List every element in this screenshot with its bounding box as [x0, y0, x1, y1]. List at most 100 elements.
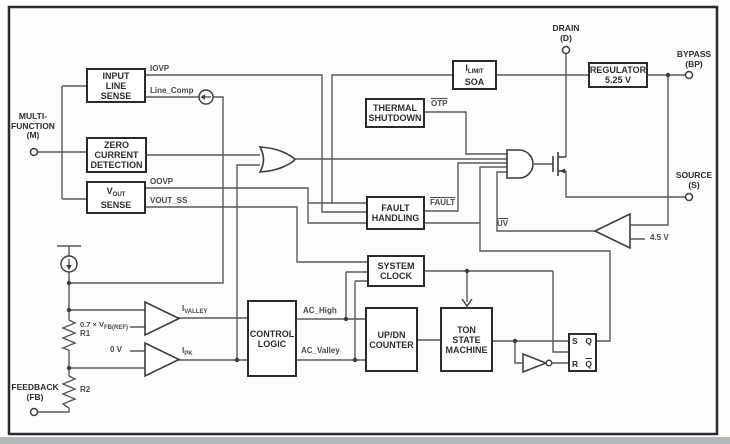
block-line: STATE — [452, 334, 481, 345]
pin-multifunction — [29, 147, 39, 157]
ff-qbar-label: Q — [585, 359, 592, 369]
pin-label-drain: DRAIN(D) — [552, 23, 580, 43]
wire-comparator-ins — [69, 309, 145, 369]
block-line: CURRENT — [94, 150, 139, 160]
block-line: ZERO — [103, 140, 129, 150]
block-line: SYSTEM — [377, 261, 415, 271]
block-zero-current-detection: ZERO CURRENT DETECTION — [86, 137, 147, 173]
block-line: COUNTER — [369, 339, 414, 350]
wire-line-comp — [69, 96, 224, 284]
photo-edge-band — [0, 437, 730, 444]
label-vout-ss: VOUT_SS — [150, 196, 188, 205]
block-vout-sense: VOUT SENSE — [86, 181, 146, 214]
label-iovp: IOVP — [150, 64, 170, 73]
label-vref: 0.7 × VFB(REF) — [80, 320, 128, 331]
pin-label-source: SOURCE(S) — [675, 170, 713, 190]
pin-feedback — [29, 407, 39, 417]
label-r1: R1 — [80, 329, 91, 338]
block-line: SOA — [464, 77, 485, 87]
block-line: DETECTION — [90, 160, 143, 170]
block-line: FAULT — [381, 203, 410, 213]
block-line: CONTROL — [249, 328, 295, 339]
label-line-comp: Line_Comp — [150, 86, 194, 95]
wire-source — [565, 171, 685, 198]
or-gate — [258, 146, 297, 173]
label-fault: FAULT — [430, 198, 456, 207]
block-regulator: REGULATOR 5.25 V — [588, 62, 648, 88]
and-gate — [506, 149, 534, 179]
signal-wires — [38, 54, 685, 413]
wire-ton-ff — [493, 340, 568, 364]
wire-clock-inputs — [345, 271, 367, 360]
inverter-bubble — [545, 359, 553, 367]
label-oovp: OOVP — [150, 177, 174, 186]
block-thermal-shutdown: THERMAL SHUTDOWN — [365, 98, 425, 128]
block-line: REGULATOR — [589, 65, 647, 75]
block-fault-handling: FAULT HANDLING — [366, 196, 425, 230]
wire-clock — [425, 270, 568, 353]
resistor-r1 — [61, 319, 77, 351]
block-line: THERMAL — [373, 103, 417, 113]
block-line: TON — [457, 324, 476, 335]
ipk-comparator — [144, 341, 181, 378]
wire-q-feedback — [479, 166, 611, 342]
line-comp-current-source — [198, 89, 214, 105]
vout-label: VOUT — [106, 185, 126, 198]
label-4v5: 4.5 V — [650, 233, 669, 242]
wire-multifunction-trunk — [38, 85, 86, 200]
pin-label-feedback: FEEDBACK(FB) — [11, 382, 59, 402]
block-line: LOGIC — [257, 338, 287, 349]
ff-q-label: Q — [585, 336, 592, 346]
ilimit-label: ILIMIT — [465, 63, 484, 75]
label-zero-volt: 0 V — [110, 345, 123, 354]
ff-s-label: S — [572, 336, 578, 346]
mosfet — [552, 152, 566, 176]
label-ivalley: IVALLEY — [182, 304, 208, 315]
pin-drain — [561, 45, 571, 55]
wire-otp — [425, 111, 507, 155]
wire-vout-ss — [146, 206, 367, 263]
inverter — [522, 352, 549, 374]
pin-bypass — [684, 70, 694, 80]
block-line: LINE — [105, 80, 127, 91]
block-updn-counter: UP/DN COUNTER — [365, 307, 418, 372]
ton-clock-arrow — [461, 298, 473, 308]
junction-dots — [66, 72, 671, 371]
mosfet-arrow — [559, 168, 565, 174]
block-ilimit-soa: ILIMIT SOA — [452, 60, 497, 90]
pin-source — [684, 192, 694, 202]
wire-iovp — [146, 74, 366, 213]
wire-zcd-or — [147, 154, 260, 360]
ff-r-label: R — [572, 359, 579, 369]
label-ac-valley: AC_Valley — [301, 346, 340, 355]
resistor-r2 — [61, 375, 77, 409]
pin-label-bypass: BYPASS(BP) — [676, 49, 712, 69]
label-ac-high: AC_High — [303, 306, 337, 315]
label-uv: UV — [497, 219, 509, 228]
block-line: UP/DN — [377, 329, 406, 340]
wire-fault — [425, 162, 507, 212]
block-line: SHUTDOWN — [368, 113, 422, 123]
label-ipk: IPK — [182, 346, 193, 357]
label-r2: R2 — [80, 385, 91, 394]
block-line: CLOCK — [380, 271, 412, 281]
pin-label-multifunction: MULTI-FUNCTION(M) — [11, 111, 55, 140]
block-input-line-sense: INPUT LINE SENSE — [86, 68, 146, 103]
wire-feedback-divider — [38, 245, 81, 413]
feedback-current-source — [60, 255, 78, 273]
block-line: 5.25 V — [604, 75, 632, 85]
block-line: SENSE — [100, 199, 132, 210]
ivalley-comparator — [144, 300, 181, 337]
block-line: INPUT — [102, 70, 130, 81]
block-line: HANDLING — [371, 213, 420, 223]
label-otp: OTP — [431, 99, 448, 108]
block-ton-state-machine: TON STATE MACHINE — [440, 307, 493, 372]
wire-uv — [496, 171, 595, 232]
uv-comparator — [593, 212, 631, 250]
diagram-border — [7, 5, 719, 436]
block-sr-flipflop: S Q R Q — [568, 333, 597, 372]
block-line: MACHINE — [445, 344, 488, 355]
block-line: SENSE — [100, 90, 132, 101]
